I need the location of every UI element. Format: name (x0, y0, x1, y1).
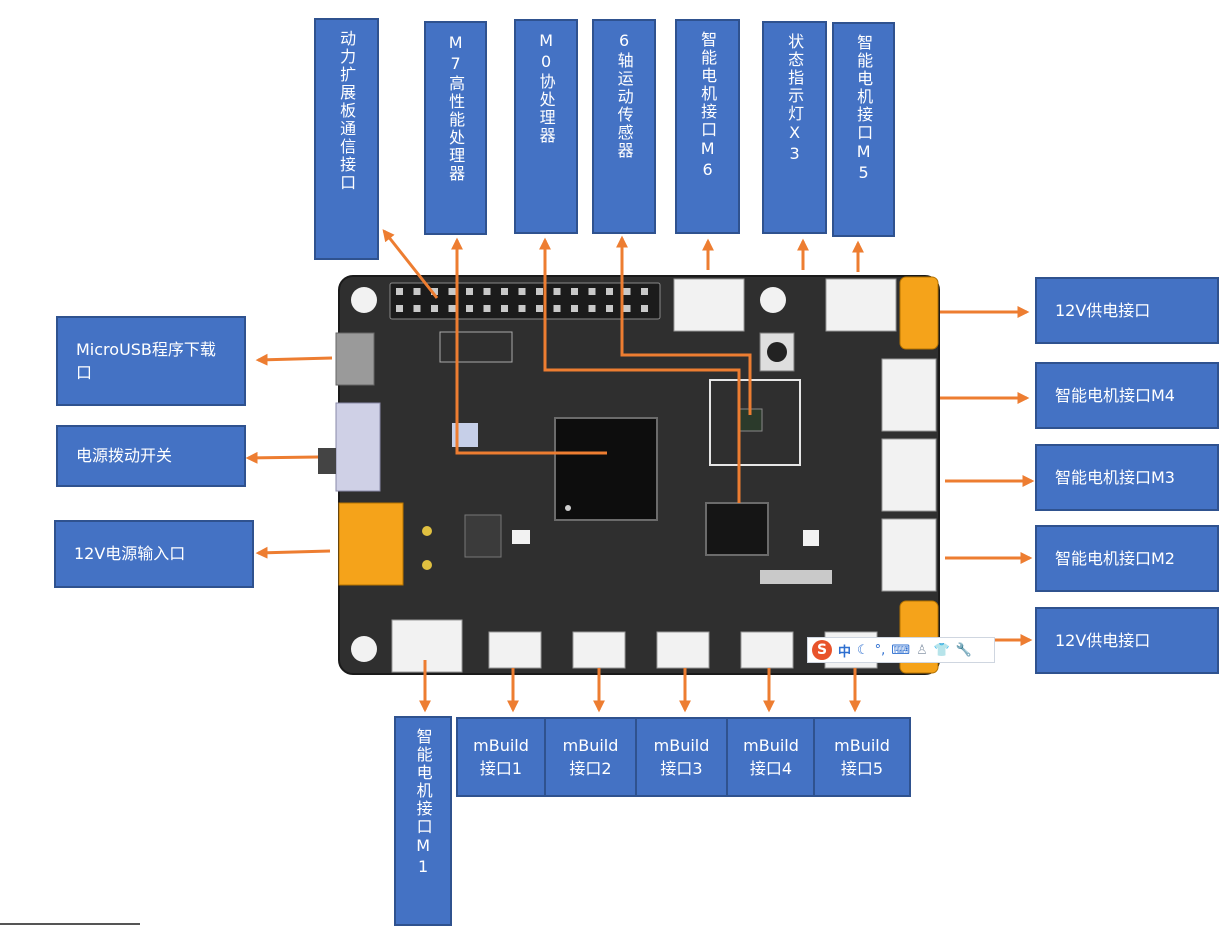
header-pin (466, 288, 473, 295)
header-pin (606, 305, 613, 312)
header-pin (448, 305, 456, 312)
label-text: 12V电源输入口 (74, 544, 186, 564)
header-pin (448, 288, 456, 295)
label-motor-port-m1: 智能电机接口M1 (394, 716, 452, 926)
label-text: mBuild 接口2 (562, 735, 619, 778)
label-text: 智能电机接口M2 (1055, 548, 1175, 568)
header-pin (571, 288, 578, 295)
label-text: 12V供电接口 (1055, 300, 1151, 320)
header-pin (536, 288, 543, 295)
label-power-expansion-port: 动力扩展板通信接口 (314, 18, 379, 260)
header-pin (483, 305, 491, 312)
label-text: 12V供电接口 (1055, 630, 1151, 650)
label-6axis-sensor: 6轴运动传感器 (592, 19, 656, 234)
label-text: M7高性能处理器 (446, 33, 466, 183)
keyboard-icon[interactable]: ⌨ (891, 642, 911, 658)
label-mbuild-port-3: mBuild 接口3 (635, 717, 728, 797)
header-pin (396, 288, 403, 295)
header-pin (623, 305, 631, 312)
leader-lines (245, 229, 1035, 713)
header-pin (501, 288, 508, 295)
label-mbuild-port-1: mBuild 接口1 (456, 717, 546, 797)
controller-board (318, 275, 940, 675)
label-text: 动力扩展板通信接口 (337, 30, 357, 192)
header-pin (553, 288, 561, 295)
skin-icon[interactable]: 👕 (933, 642, 950, 658)
header-pin (413, 305, 421, 312)
header-pin (641, 288, 648, 295)
label-12v-supply-top: 12V供电接口 (1035, 277, 1219, 344)
label-motor-port-m5: 智能电机接口M5 (832, 22, 895, 237)
header-pin (413, 288, 421, 295)
divider (0, 923, 140, 925)
header-pin (606, 288, 613, 295)
header-pin (588, 288, 596, 295)
label-motor-port-m4: 智能电机接口M4 (1035, 362, 1219, 429)
punctuation-icon[interactable]: °, (874, 642, 886, 658)
header-pin (641, 305, 648, 312)
header-pin (571, 305, 578, 312)
header-pin (553, 305, 561, 312)
label-mbuild-port-5: mBuild 接口5 (813, 717, 911, 797)
wrench-icon[interactable]: 🔧 (955, 642, 973, 658)
header-pin (588, 305, 596, 312)
label-text: 智能电机接口M1 (413, 728, 433, 878)
label-text: 智能电机接口M6 (698, 31, 718, 181)
label-text: mBuild 接口5 (834, 735, 890, 778)
header-pin (518, 305, 526, 312)
label-text: M0协处理器 (536, 31, 556, 145)
label-status-led: 状态指示灯X3 (762, 21, 827, 234)
header-pin (396, 305, 403, 312)
header-pin (483, 288, 491, 295)
label-m0-coprocessor: M0协处理器 (514, 19, 578, 234)
header-pin (466, 305, 473, 312)
header-pin (623, 288, 631, 295)
ime-toolbar[interactable]: S 中 ☾ °, ⌨ ♙ 👕 🔧 (807, 637, 995, 663)
header-pin (431, 288, 438, 295)
label-text: 智能电机接口M5 (854, 34, 874, 184)
label-text: MicroUSB程序下载 口 (76, 339, 216, 382)
label-microusb-port: MicroUSB程序下载 口 (56, 316, 246, 406)
label-motor-port-m2: 智能电机接口M2 (1035, 525, 1219, 592)
label-text: mBuild 接口1 (473, 735, 529, 778)
header-pin (536, 305, 543, 312)
user-icon[interactable]: ♙ (916, 642, 928, 658)
sogou-logo-icon[interactable]: S (812, 640, 832, 660)
input-mode-toggle[interactable]: 中 (838, 644, 852, 660)
label-text: mBuild 接口3 (653, 735, 710, 778)
label-m7-processor: M7高性能处理器 (424, 21, 487, 235)
header-pin (501, 305, 508, 312)
label-mbuild-port-4: mBuild 接口4 (726, 717, 816, 797)
label-motor-port-m6: 智能电机接口M6 (675, 19, 740, 234)
label-power-switch: 电源拨动开关 (56, 425, 246, 487)
label-text: mBuild 接口4 (743, 735, 799, 778)
label-12v-input: 12V电源输入口 (54, 520, 254, 588)
header-pin (431, 305, 438, 312)
label-text: 状态指示灯X3 (785, 33, 805, 165)
label-text: 电源拨动开关 (76, 446, 173, 466)
label-text: 智能电机接口M4 (1055, 385, 1175, 405)
label-text: 智能电机接口M3 (1055, 467, 1175, 487)
header-pin (518, 288, 526, 295)
label-12v-supply-bottom: 12V供电接口 (1035, 607, 1219, 674)
label-mbuild-port-2: mBuild 接口2 (544, 717, 637, 797)
label-text: 6轴运动传感器 (614, 31, 634, 160)
label-motor-port-m3: 智能电机接口M3 (1035, 444, 1219, 511)
moon-icon[interactable]: ☾ (857, 642, 869, 658)
